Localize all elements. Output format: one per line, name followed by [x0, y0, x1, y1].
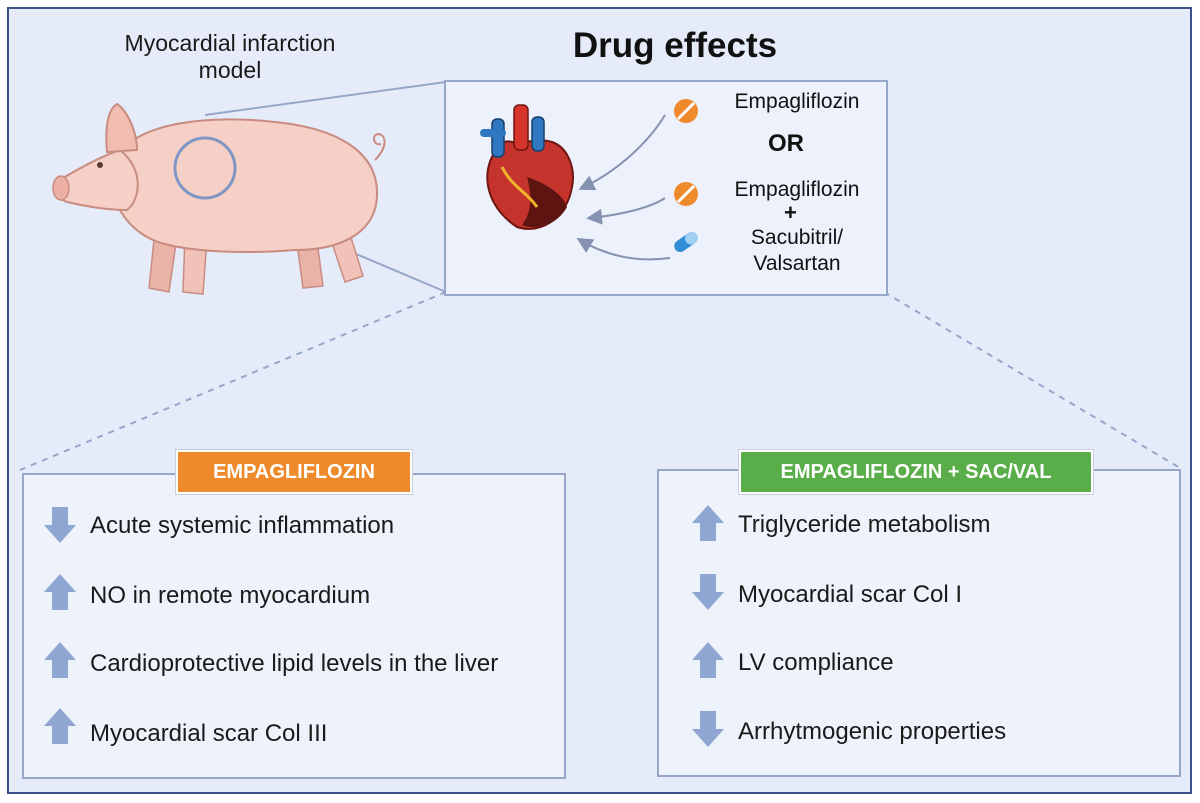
effect-item: Arrhytmogenic properties — [738, 718, 1007, 745]
drug-sacubitril: Sacubitril/ — [750, 226, 844, 249]
effect-item: NO in remote myocardium — [90, 582, 371, 609]
page-title: Drug effects — [572, 26, 778, 65]
pig-illustration — [52, 102, 386, 295]
pill-icon — [674, 182, 698, 206]
or-label: OR — [768, 130, 804, 157]
model-label: Myocardial infarction model — [124, 30, 336, 83]
arrow-down-icon — [44, 507, 76, 543]
effect-item: Cardioprotective lipid levels in the liv… — [90, 650, 499, 677]
drug-empagliflozin-2: Empagliflozin — [734, 178, 860, 201]
drug-arrows — [576, 114, 671, 261]
effect-item: Myocardial scar Col III — [90, 720, 328, 747]
effect-item: Acute systemic inflammation — [90, 512, 395, 539]
effect-item: LV compliance — [738, 649, 894, 676]
plus-label: + — [784, 200, 797, 225]
effect-item: Myocardial scar Col I — [738, 581, 963, 608]
empagliflozin-panel — [22, 473, 566, 779]
arrow-up-icon — [44, 574, 76, 610]
pill-icon — [674, 99, 698, 123]
arrow-up-icon — [44, 642, 76, 678]
effect-item: Triglyceride metabolism — [738, 511, 991, 538]
heart-illustration — [480, 104, 574, 230]
drug-valsartan: Valsartan — [753, 252, 841, 275]
arrow-down-icon — [692, 574, 724, 610]
arrow-up-icon — [44, 708, 76, 744]
arrow-up-icon — [692, 642, 724, 678]
empagliflozin-badge: EMPAGLIFLOZIN — [176, 450, 412, 494]
combination-panel — [657, 469, 1181, 777]
arrow-down-icon — [692, 711, 724, 747]
arrow-up-icon — [692, 505, 724, 541]
drug-empagliflozin-1: Empagliflozin — [734, 90, 860, 113]
capsule-icon — [674, 231, 698, 253]
combination-badge: EMPAGLIFLOZIN + SAC/VAL — [739, 450, 1093, 494]
